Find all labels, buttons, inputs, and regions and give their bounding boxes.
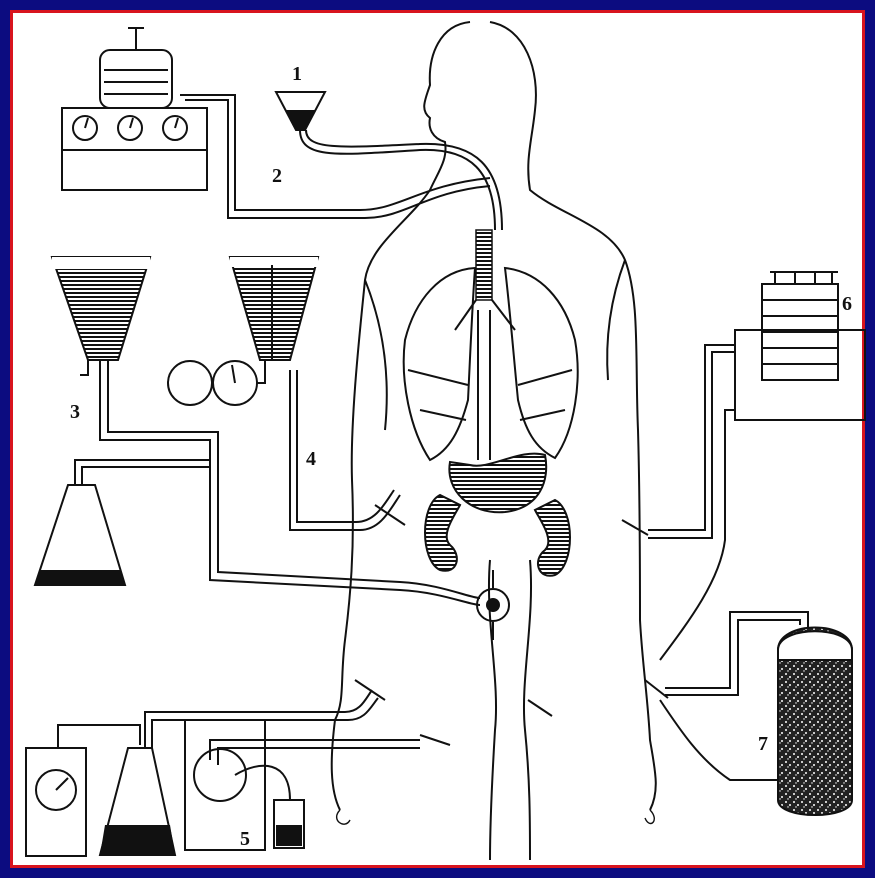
- pump-5: [185, 720, 420, 850]
- right-kidney: [535, 500, 570, 576]
- infusion-funnel-4: [168, 257, 405, 530]
- label-2: 2: [272, 165, 282, 187]
- label-1: 1: [292, 63, 302, 85]
- label-5: 5: [240, 828, 250, 850]
- erlenmeyer-flask: [35, 460, 210, 585]
- label-4: 4: [306, 448, 316, 470]
- cannula-right-arm: [622, 520, 648, 535]
- stomach: [449, 454, 546, 513]
- cannula-abdomen: [528, 700, 552, 716]
- heat-exchanger-6: [648, 272, 865, 660]
- human-body-outline: [332, 22, 656, 860]
- left-kidney: [425, 495, 460, 571]
- oxygenator-7: [645, 612, 852, 815]
- trachea: [455, 230, 515, 460]
- respirator-machine: [62, 28, 490, 218]
- label-3: 3: [70, 401, 80, 423]
- abdominal-port: [477, 570, 509, 640]
- cannula-leg-left: [420, 735, 450, 745]
- label-6: 6: [842, 293, 852, 315]
- label-7: 7: [758, 733, 768, 755]
